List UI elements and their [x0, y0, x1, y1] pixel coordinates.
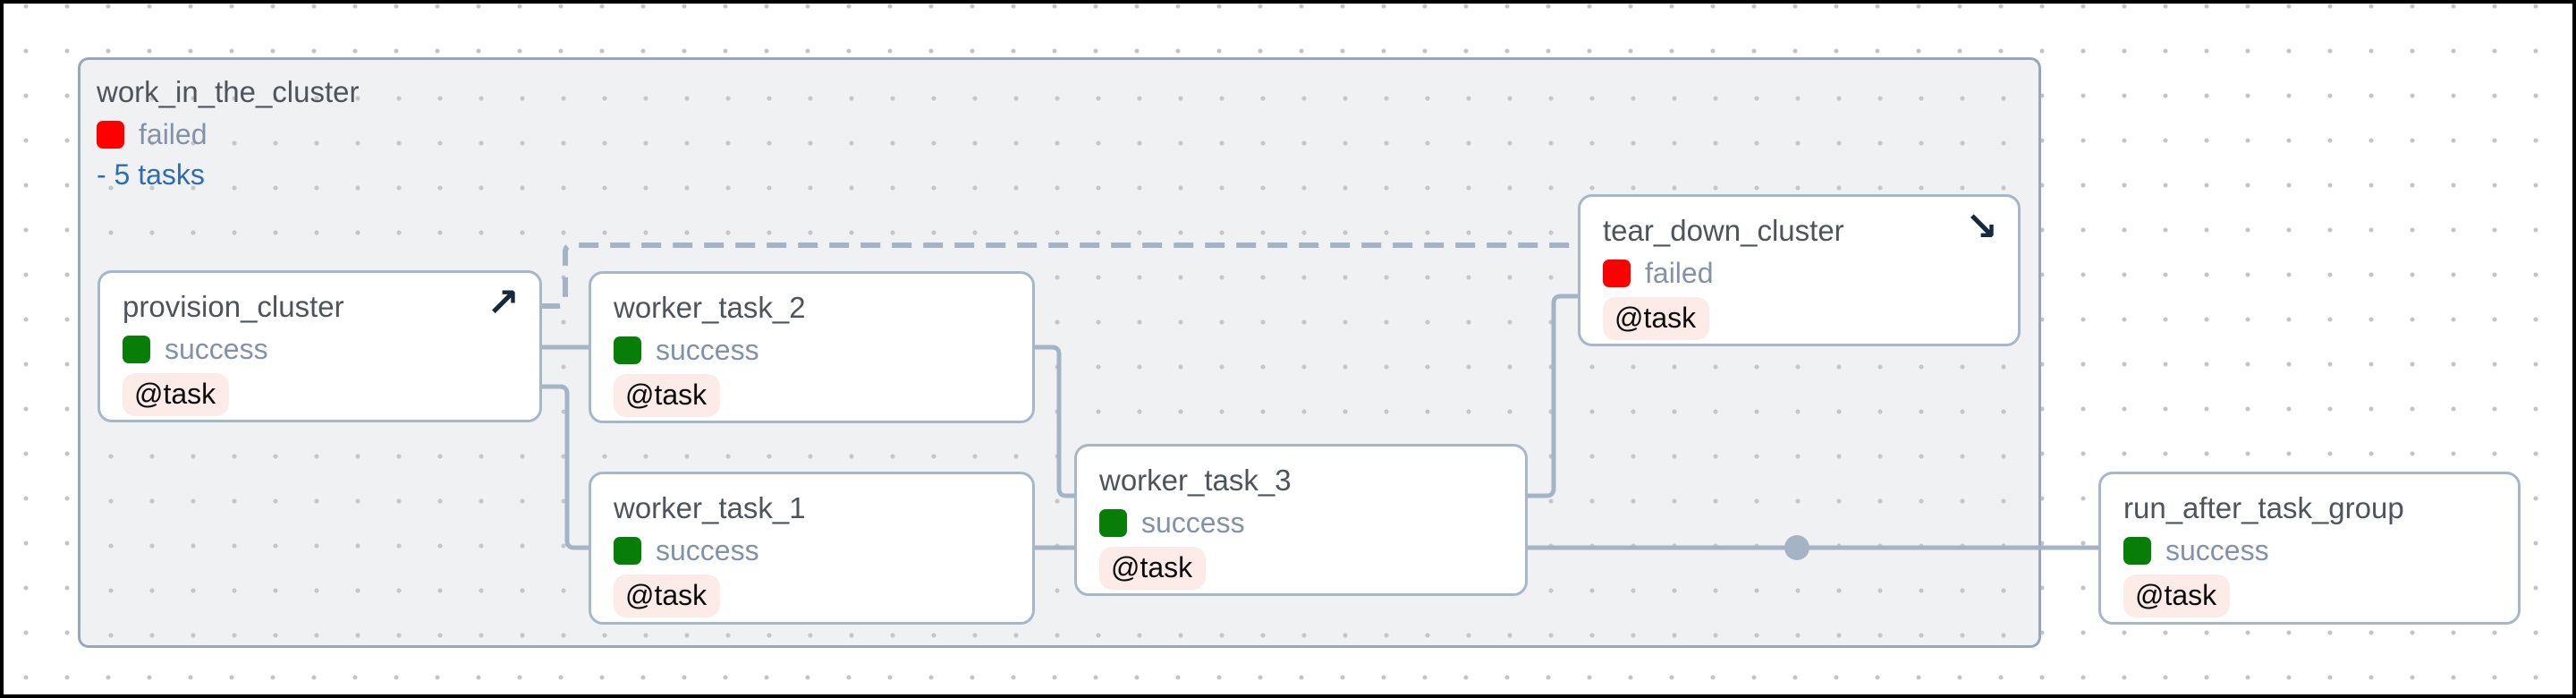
arrow-down-right-icon[interactable]: ↘	[1965, 205, 1998, 249]
task-status-row: success	[2123, 531, 2496, 570]
success-status-square-icon	[2123, 536, 2151, 565]
task-title: worker_task_2	[614, 291, 806, 324]
task-title: tear_down_cluster	[1603, 214, 1844, 247]
task-node-run-after-task-group[interactable]: run_after_task_group success @task	[2098, 472, 2521, 625]
task-node-worker-task-3[interactable]: worker_task_3 success @task	[1074, 444, 1528, 596]
task-decorator-badge: @task	[1099, 547, 1207, 590]
task-group-label: work_in_the_cluster failed - 5 tasks	[97, 72, 360, 194]
task-status-text: success	[2165, 534, 2269, 566]
task-decorator-badge: @task	[1603, 297, 1710, 340]
task-decorator-badge: @task	[614, 374, 721, 417]
task-title: worker_task_1	[614, 491, 806, 524]
task-node-worker-task-2[interactable]: worker_task_2 success @task	[589, 271, 1035, 423]
failed-status-square-icon	[1603, 259, 1631, 287]
success-status-square-icon	[123, 335, 150, 363]
success-status-square-icon	[614, 536, 641, 565]
failed-status-square-icon	[97, 120, 124, 149]
success-status-square-icon	[614, 336, 641, 364]
task-node-provision-cluster[interactable]: provision_cluster success @task ↗	[97, 270, 542, 422]
task-decorator-badge: @task	[123, 373, 230, 416]
success-status-square-icon	[1099, 508, 1127, 537]
task-title: provision_cluster	[123, 290, 344, 323]
task-decorator-badge: @task	[614, 575, 721, 617]
task-status-text: success	[656, 334, 759, 366]
task-title: run_after_task_group	[2123, 491, 2404, 524]
task-decorator-badge: @task	[2123, 575, 2231, 617]
task-status-text: failed	[1645, 257, 1714, 289]
task-node-worker-task-1[interactable]: worker_task_1 success @task	[589, 472, 1035, 625]
task-status-text: success	[656, 534, 759, 566]
task-status-row: success	[614, 330, 1010, 370]
task-status-row: success	[1099, 503, 1503, 542]
arrow-up-right-icon[interactable]: ↗	[487, 281, 520, 325]
task-title: worker_task_3	[1099, 464, 1292, 497]
task-group-status-text: failed	[139, 118, 208, 150]
task-group-status-row: failed	[97, 115, 360, 154]
task-status-text: success	[165, 333, 268, 365]
task-group-title: work_in_the_cluster	[97, 75, 360, 108]
task-status-text: success	[1141, 506, 1245, 539]
task-status-row: failed	[1603, 253, 1996, 293]
collapse-task-group-link[interactable]: - 5 tasks	[97, 158, 205, 191]
task-node-tear-down-cluster[interactable]: tear_down_cluster failed @task ↘	[1578, 194, 2021, 346]
task-status-row: success	[123, 329, 517, 369]
task-status-row: success	[614, 531, 1010, 570]
